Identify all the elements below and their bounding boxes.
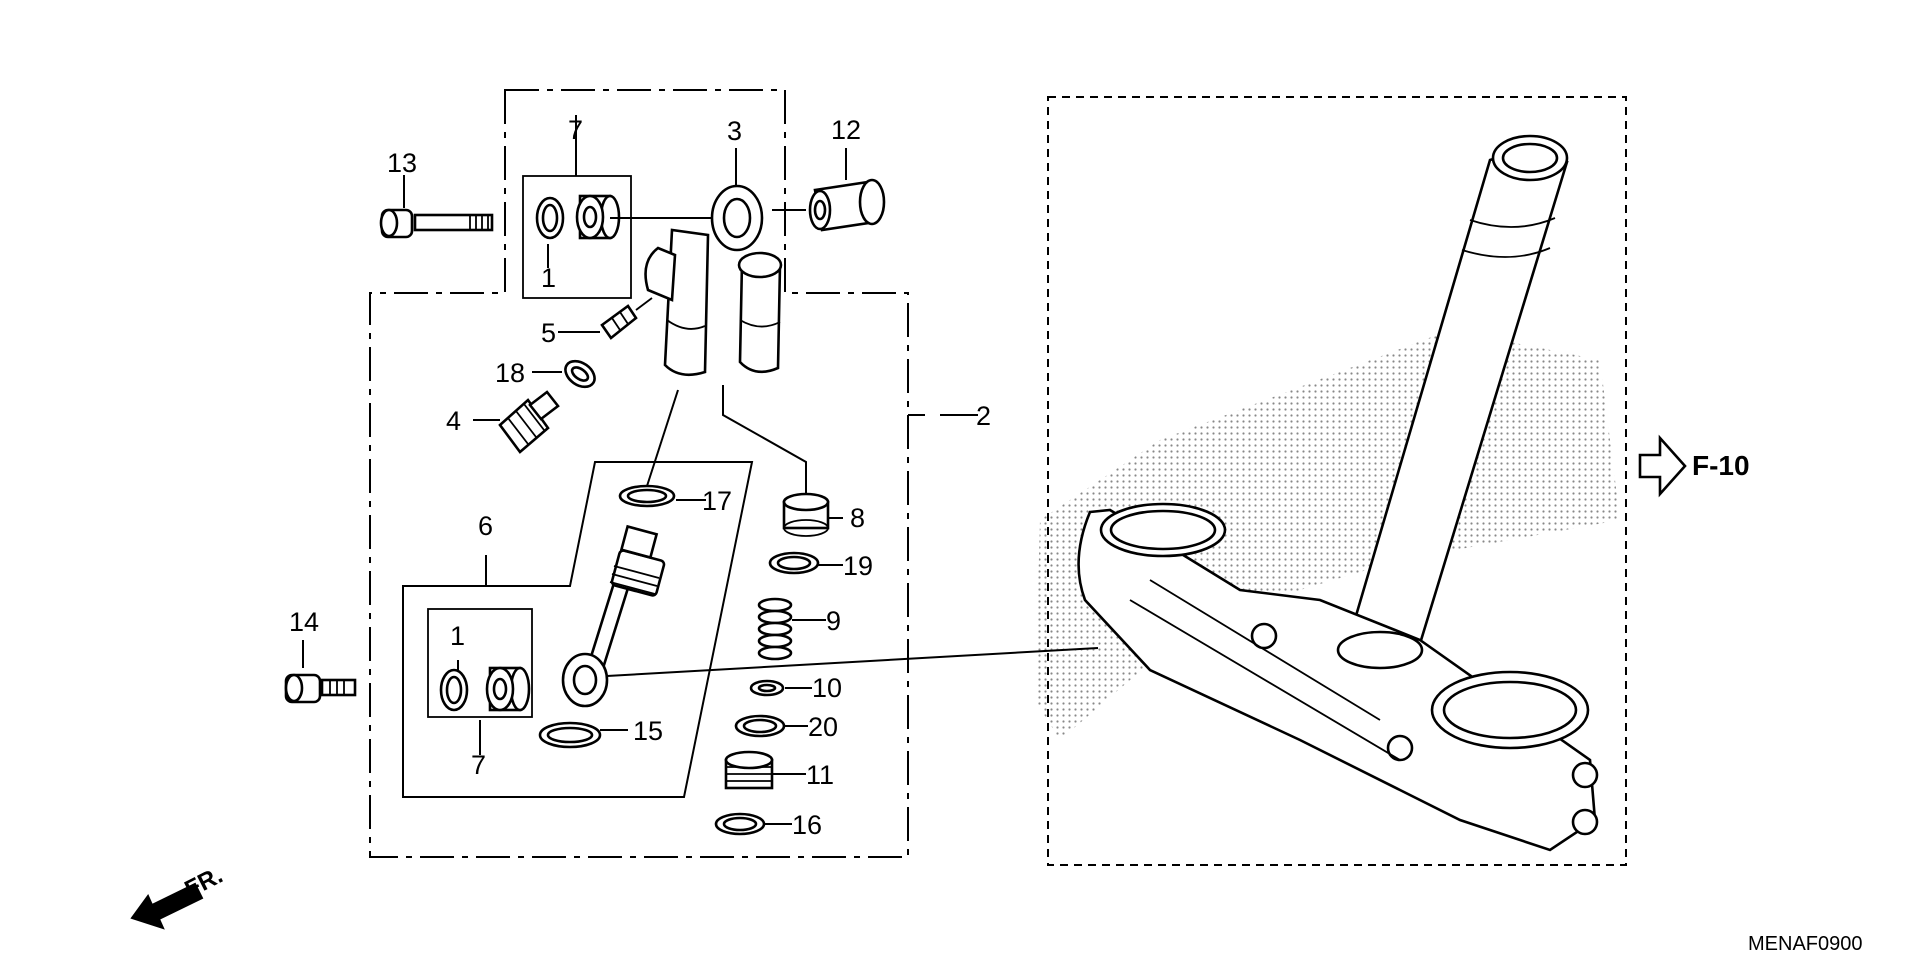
cap-8: [782, 492, 830, 537]
callout-6: 6: [478, 511, 493, 541]
housing-3: [644, 184, 783, 377]
o-ring-18: [564, 359, 596, 389]
piston-rod-6: [561, 524, 666, 708]
seal-ring-1-lower: [439, 668, 469, 712]
callout-13: 13: [387, 148, 417, 178]
assembly-boundary-2: [369, 89, 909, 858]
callout-16: 16: [792, 810, 822, 840]
o-ring-20: [734, 714, 786, 738]
kit-box-7-lower: [427, 608, 533, 718]
callout-4: 4: [446, 406, 461, 436]
adjuster-4: [498, 390, 560, 454]
bolt-13: [379, 208, 494, 239]
steering-stem-clamp: [1035, 134, 1620, 852]
callout-7-lower: 7: [471, 750, 486, 780]
leader-lines: [302, 115, 1099, 825]
callout-18: 18: [495, 358, 525, 388]
figure-code: MENAF0900: [1748, 933, 1863, 955]
bleed-valve-5: [600, 297, 653, 340]
washer-10: [749, 679, 785, 697]
ring-17: [618, 484, 676, 508]
callout-12: 12: [831, 115, 861, 145]
spring-9: [757, 597, 793, 661]
callout-19: 19: [843, 551, 873, 581]
bushing-7-lower: [485, 666, 531, 712]
callout-17: 17: [702, 486, 732, 516]
reference-label: F-10: [1692, 450, 1750, 481]
callout-9: 9: [826, 606, 841, 636]
cap-12: [808, 178, 886, 232]
callout-20: 20: [808, 712, 838, 742]
callout-2: 2: [976, 401, 991, 431]
callout-11: 11: [806, 760, 834, 790]
callout-10: 10: [812, 673, 842, 703]
seal-ring-1-upper: [535, 196, 565, 240]
callout-15: 15: [633, 716, 663, 746]
circlip-15: [538, 721, 602, 749]
nut-11: [724, 750, 774, 790]
reference-arrow-icon: [1638, 434, 1687, 498]
bolt-14: [284, 673, 357, 704]
callout-1-lower: 1: [450, 621, 465, 651]
o-ring-19: [768, 551, 820, 575]
callout-7-upper: 7: [568, 115, 583, 145]
kit-box-7-upper: [522, 175, 632, 299]
callout-5: 5: [541, 318, 556, 348]
front-direction-arrow-icon: [130, 882, 204, 930]
callout-1-upper: 1: [541, 263, 556, 293]
subassembly-boundary-6: [402, 461, 754, 798]
callout-8: 8: [850, 503, 865, 533]
callout-3: 3: [727, 116, 742, 146]
callout-14: 14: [289, 607, 319, 637]
o-ring-16: [714, 812, 766, 836]
